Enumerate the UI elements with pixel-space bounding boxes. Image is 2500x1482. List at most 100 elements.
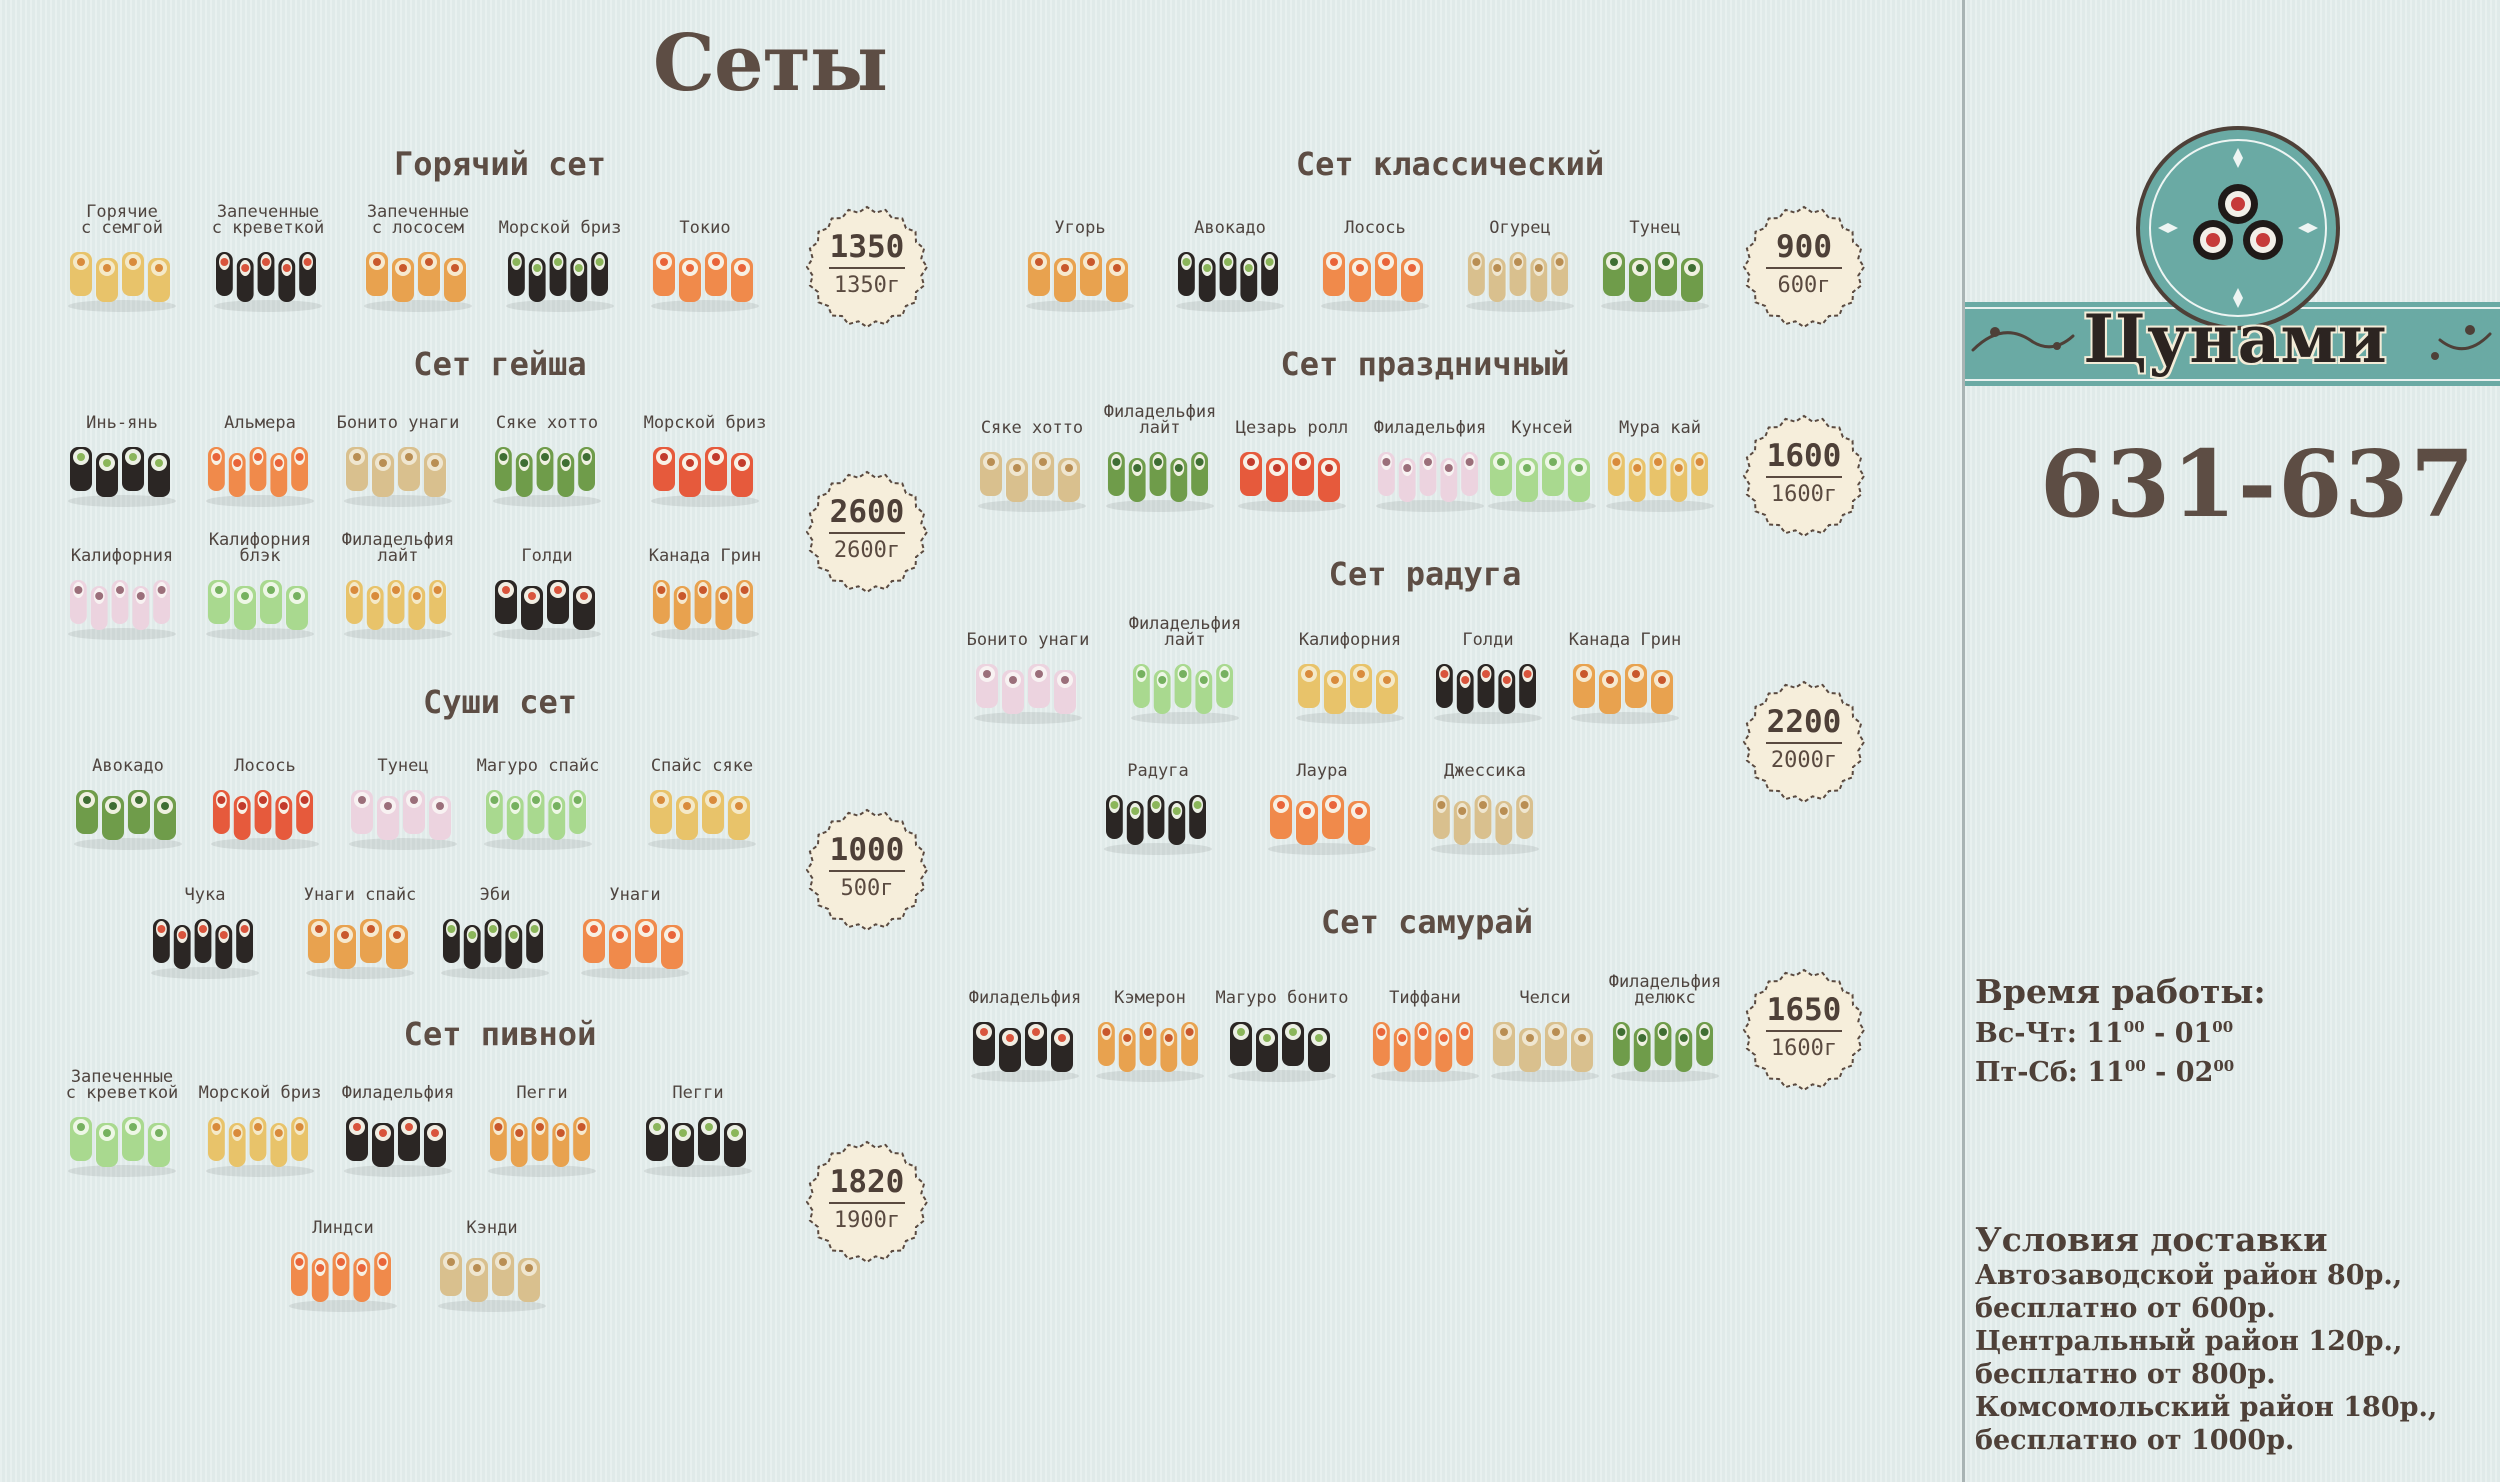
item-name: Калифорния xyxy=(70,546,174,566)
set-item: Калифорния xyxy=(52,528,192,644)
badge-divider xyxy=(1766,476,1842,478)
sushi-roll-icon xyxy=(1428,654,1548,728)
set-title: Сет самурай xyxy=(1321,903,1533,941)
item-name: Инь-янь xyxy=(86,413,158,433)
hours-line: Вс-Чт: 1100 - 0100 xyxy=(1975,1011,2266,1050)
hours-separator: - xyxy=(2144,1018,2175,1049)
set-item: Филадельфия xyxy=(328,1065,468,1181)
badge-divider xyxy=(1766,1030,1842,1032)
set-weight: 1350г xyxy=(833,273,901,298)
set-item: Филадельфия делюкс xyxy=(1595,970,1735,1086)
item-name: Бонито унаги xyxy=(966,630,1090,650)
sushi-roll-icon xyxy=(358,242,478,316)
hours-from-m: 00 xyxy=(2124,1057,2146,1075)
set-item: Тунец xyxy=(1585,200,1725,316)
set-weight: 2600г xyxy=(833,538,901,563)
set-item: Унаги спайс xyxy=(290,867,430,983)
item-name: Канада Грин xyxy=(648,546,762,566)
set-item: Лаура xyxy=(1252,743,1392,859)
item-name: Филадельфия лайт xyxy=(341,530,455,566)
hours-from-m: 00 xyxy=(2123,1018,2145,1036)
hours-separator: - xyxy=(2145,1057,2176,1088)
set-item: Калифорния xyxy=(1280,612,1420,728)
sushi-roll-icon xyxy=(645,437,765,511)
delivery-line: бесплатно от 1000р. xyxy=(1975,1425,2295,1456)
set-item: Морской бриз xyxy=(490,200,630,316)
sushi-roll-icon xyxy=(338,1107,458,1181)
vertical-divider xyxy=(1962,0,1965,1482)
price-badge: 1350 1350г xyxy=(805,205,929,329)
set-item: Спайс сяке xyxy=(632,738,772,854)
sushi-roll-icon xyxy=(1482,442,1602,516)
set-item: Инь-янь xyxy=(52,395,192,511)
item-name: Токио xyxy=(679,218,731,238)
sushi-roll-icon xyxy=(487,570,607,644)
item-name: Лаура xyxy=(1296,761,1348,781)
set-title: Сет гейша xyxy=(413,345,587,383)
sushi-roll-icon xyxy=(1370,442,1490,516)
price-badge: 1820 1900г xyxy=(805,1140,929,1264)
sushi-roll-icon xyxy=(645,570,765,644)
set-item: Чука xyxy=(135,867,275,983)
item-name: Бонито унаги xyxy=(336,413,460,433)
item-name: Филадельфия лайт xyxy=(1103,402,1217,438)
delivery-title: Условия доставки xyxy=(1975,1220,2328,1259)
set-price: 900 xyxy=(1776,229,1832,265)
set-item: Калифорния блэк xyxy=(190,528,330,644)
page-title: Сеты xyxy=(652,18,888,109)
sushi-roll-icon xyxy=(200,1107,320,1181)
item-name: Филадельфия делюкс xyxy=(1608,972,1722,1008)
set-item: Магуро бонито xyxy=(1212,970,1352,1086)
sushi-roll-icon xyxy=(500,242,620,316)
item-name: Мура кай xyxy=(1619,418,1701,438)
sushi-roll-icon xyxy=(68,780,188,854)
set-item: Филадельфия xyxy=(1360,400,1500,516)
badge-divider xyxy=(829,870,905,872)
set-item: Кунсей xyxy=(1472,400,1612,516)
brand-banner xyxy=(1965,126,2500,386)
set-item: Морской бриз xyxy=(190,1065,330,1181)
item-name: Голди xyxy=(521,546,573,566)
set-item: Альмера xyxy=(190,395,330,511)
hours-from-h: 11 xyxy=(2086,1018,2124,1049)
item-name: Унаги спайс xyxy=(303,885,417,905)
badge-divider xyxy=(829,532,905,534)
delivery-conditions: Условия доставки Автозаводской район 80р… xyxy=(1975,1220,2437,1457)
sushi-roll-icon xyxy=(1365,1012,1485,1086)
sushi-roll-icon xyxy=(642,780,762,854)
set-price: 1000 xyxy=(829,832,905,868)
item-name: Морской бриз xyxy=(643,413,767,433)
item-name: Горячие с семгой xyxy=(81,202,163,238)
item-name: Магуро спайс xyxy=(476,756,600,776)
item-name: Голди xyxy=(1462,630,1514,650)
item-name: Запеченные с креветкой xyxy=(211,202,325,238)
hours-days: Пт-Сб: xyxy=(1975,1057,2088,1088)
set-item: Запеченные с лососем xyxy=(348,200,488,316)
set-weight: 1900г xyxy=(833,1208,901,1233)
item-name: Тиффани xyxy=(1389,988,1461,1008)
set-item: Филадельфия лайт xyxy=(328,528,468,644)
set-item: Цезарь ролл xyxy=(1222,400,1362,516)
sushi-roll-icon xyxy=(62,437,182,511)
hours-to-h: 01 xyxy=(2174,1018,2213,1049)
delivery-line: Комсомольский район 180р., xyxy=(1975,1392,2438,1423)
set-title: Сет праздничный xyxy=(1280,345,1570,383)
phone-number[interactable]: 631-637 xyxy=(2040,430,2477,538)
set-item: Сяке хотто xyxy=(477,395,617,511)
badge-divider xyxy=(1766,742,1842,744)
sushi-roll-icon xyxy=(283,1242,403,1316)
set-price: 1820 xyxy=(829,1164,905,1200)
item-name: Лосось xyxy=(234,756,296,776)
sushi-roll-icon xyxy=(338,437,458,511)
item-name: Авокадо xyxy=(1194,218,1266,238)
sushi-roll-icon xyxy=(200,437,320,511)
sushi-roll-icon xyxy=(1020,242,1140,316)
set-item: Бонито унаги xyxy=(328,395,468,511)
badge-divider xyxy=(829,1202,905,1204)
set-price: 1350 xyxy=(829,229,905,265)
hours-to-h: 02 xyxy=(2175,1057,2214,1088)
